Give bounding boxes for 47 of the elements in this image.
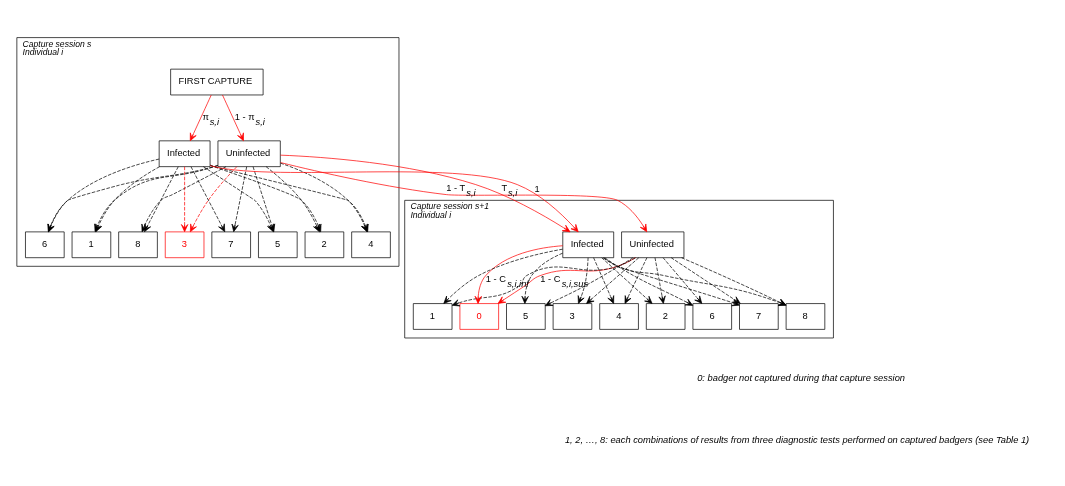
node-box: 1 bbox=[71, 231, 112, 259]
arrow bbox=[497, 257, 636, 304]
arrow bbox=[586, 257, 640, 304]
node-box: 7 bbox=[211, 231, 251, 259]
arrow bbox=[662, 257, 703, 304]
arrow bbox=[141, 166, 227, 233]
node-box: Uninfected bbox=[217, 140, 281, 167]
node-box: 6 bbox=[692, 303, 732, 330]
arrow bbox=[521, 252, 563, 304]
node-box: 5 bbox=[258, 231, 298, 259]
node-box: 4 bbox=[351, 231, 391, 259]
arrow bbox=[601, 257, 653, 304]
node-box: 8 bbox=[118, 231, 158, 259]
node-box: Infected bbox=[158, 140, 211, 167]
arrow bbox=[222, 94, 244, 142]
node-box: 3 bbox=[164, 231, 205, 259]
arrow bbox=[181, 166, 189, 233]
arrow bbox=[654, 257, 666, 304]
arrow bbox=[189, 166, 238, 233]
node-box: FIRST CAPTURE bbox=[170, 68, 264, 96]
node-box: 4 bbox=[599, 303, 639, 330]
arrow bbox=[544, 257, 634, 307]
node-box: 7 bbox=[739, 303, 779, 330]
node-box: 1 bbox=[412, 303, 453, 330]
arrow bbox=[624, 257, 648, 304]
arrow bbox=[604, 257, 694, 306]
arrow bbox=[451, 257, 636, 307]
arrow bbox=[189, 94, 212, 142]
node-box: Uninfected bbox=[621, 231, 685, 259]
arrow bbox=[474, 245, 564, 304]
arrow bbox=[190, 166, 226, 233]
edge-label: 1 bbox=[534, 184, 540, 195]
node-box: Infected bbox=[562, 231, 615, 259]
arrow bbox=[144, 166, 179, 233]
arrow bbox=[443, 248, 563, 304]
node-box: 2 bbox=[304, 231, 345, 259]
node-box: 3 bbox=[552, 303, 593, 330]
node-box: 2 bbox=[645, 303, 686, 330]
node-box: 8 bbox=[785, 303, 826, 330]
label: 1, 2, …, 8: each combinations of results from three diagnostic tests performed on captured badgers (see Table 1) bbox=[564, 434, 1030, 445]
label: 0: badger not captured during that capture session bbox=[697, 372, 905, 383]
node-box: 5 bbox=[506, 303, 546, 330]
node-box: 6 bbox=[25, 231, 65, 259]
arrow bbox=[577, 257, 589, 304]
arrow bbox=[231, 166, 248, 233]
arrow bbox=[593, 257, 615, 304]
node-box: 0 bbox=[459, 303, 499, 330]
